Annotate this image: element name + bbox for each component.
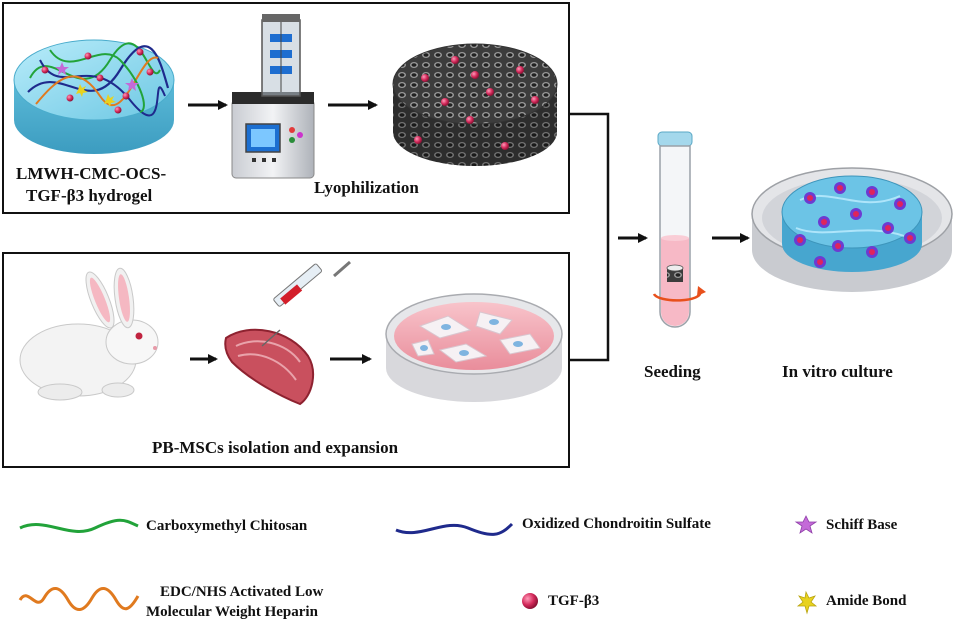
freeze-dryer-icon <box>231 14 315 179</box>
hydrogel-label-line2: TGF-β3 hydrogel <box>26 186 153 205</box>
cell-culture-dish <box>385 293 563 402</box>
lyophilization-label: Lyophilization <box>314 178 419 197</box>
isolation-label: PB-MSCs isolation and expansion <box>152 438 399 457</box>
hydrogel-disc <box>13 39 175 154</box>
carboxymethyl-chitosan-icon <box>19 518 139 533</box>
in-vitro-culture-dish <box>751 167 953 292</box>
rabbit-icon <box>19 267 159 401</box>
heparin-icon <box>18 587 140 611</box>
top-panel-frame <box>2 2 570 214</box>
legend-label-tgf-beta3: TGF-β3 <box>548 593 600 609</box>
legend-label-heparin-line1: EDC/NHS Activated Low <box>160 584 324 600</box>
legend-label-oxidized-chondroitin-sulfate: Oxidized Chondroitin Sulfate <box>522 516 711 532</box>
legend-label-heparin-line2: Molecular Weight Heparin <box>146 604 318 620</box>
seeding-test-tube <box>652 131 706 328</box>
lyophilized-scaffold <box>392 43 558 166</box>
oxidized-chondroitin-sulfate-icon <box>395 522 514 536</box>
in-vitro-culture-label: In vitro culture <box>782 362 893 381</box>
legend-label-amide-bond: Amide Bond <box>826 593 907 609</box>
legend-label-schiff-base: Schiff Base <box>826 517 898 533</box>
bone-tissue-and-syringe-icon <box>224 260 351 406</box>
amide-bond-icon <box>796 590 818 615</box>
seeding-label: Seeding <box>644 362 701 381</box>
schiff-base-icon <box>794 515 818 534</box>
merge-connector <box>569 112 610 362</box>
hydrogel-label-line1: LMWH-CMC-OCS- <box>16 164 167 183</box>
legend-label-carboxymethyl-chitosan: Carboxymethyl Chitosan <box>146 518 308 534</box>
tgf-beta3-icon <box>522 593 538 609</box>
